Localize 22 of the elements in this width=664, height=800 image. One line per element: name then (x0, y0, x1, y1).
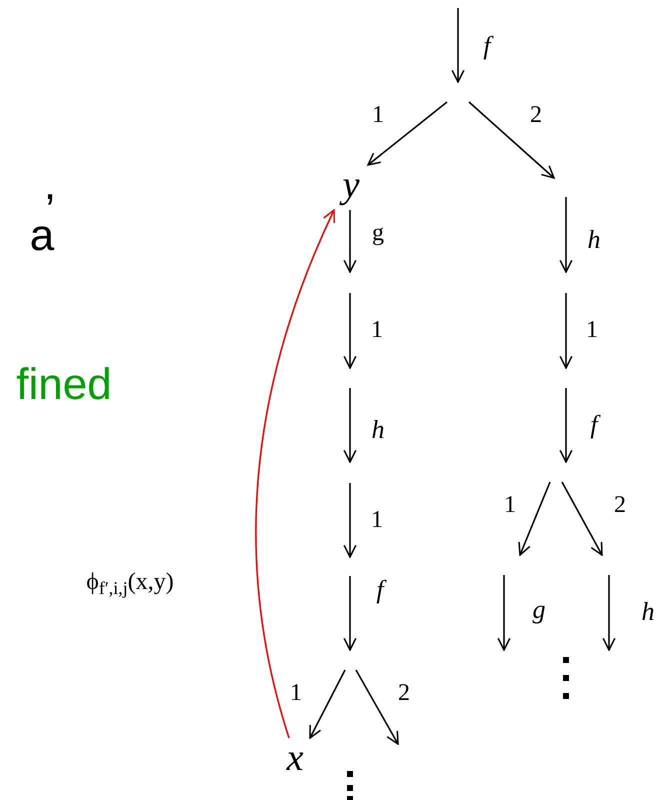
arrow-label: 1 (371, 318, 383, 342)
arrow (309, 670, 346, 739)
text-fragment: , (44, 163, 56, 207)
arrow-label: h (642, 599, 654, 625)
arrow (255, 209, 336, 738)
variable-label: x (286, 739, 304, 777)
arrow-label: f (376, 577, 384, 603)
arrow-label: h (588, 227, 600, 253)
arrow-label: g (532, 597, 546, 623)
arrow-label: 2 (614, 493, 626, 517)
arrow-label: 2 (398, 681, 410, 705)
arrow (367, 101, 448, 166)
text-fragment: fined (16, 363, 112, 407)
arrow-label: f (483, 33, 491, 59)
arrow-label: 1 (586, 318, 598, 342)
arrow-label: f (590, 412, 598, 438)
arrow-label: 2 (530, 103, 542, 127)
arrow-label: 1 (504, 493, 516, 517)
arrow-label: 1 (371, 508, 383, 532)
arrow (343, 210, 357, 273)
arrow-label: h (372, 417, 384, 443)
text-fragment: a (30, 214, 54, 258)
